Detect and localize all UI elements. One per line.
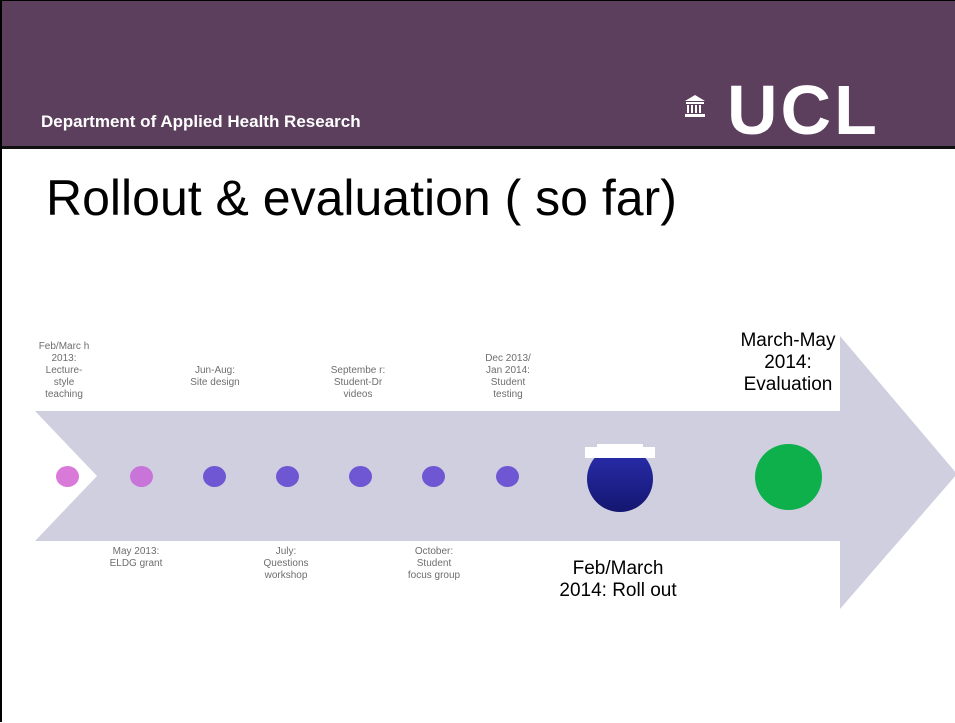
label-rollout: Feb/March 2014: Roll out: [559, 558, 677, 601]
label-september: Septembe r: Student-Dr videos: [330, 365, 386, 400]
label-feb-march-2013: Feb/Marc h 2013: Lecture-style teaching: [38, 341, 90, 400]
milestone-dot-evaluation: [755, 444, 822, 510]
logo-text: UCL: [727, 71, 880, 149]
label-dec-jan: Dec 2013/ Jan 2014: Student testing: [485, 353, 531, 400]
milestone-dot-feb-march-2013: [56, 466, 79, 487]
label-october: October: Student focus group: [407, 546, 461, 581]
milestone-dot-july: [276, 466, 299, 487]
milestone-dot-jun-aug: [203, 466, 226, 487]
milestone-dot-october: [422, 466, 445, 487]
label-jun-aug: Jun-Aug: Site design: [190, 365, 240, 388]
portico-icon: [685, 95, 705, 117]
label-may-2013: May 2013: ELDG grant: [109, 546, 163, 569]
arrow-shape: [35, 336, 955, 609]
department-name: Department of Applied Health Research: [41, 112, 361, 131]
label-evaluation: March-May 2014: Evaluation: [740, 330, 836, 395]
milestone-dot-september: [349, 466, 372, 487]
label-july: July: Questions workshop: [263, 546, 309, 581]
slide-title: Rollout & evaluation ( so far): [46, 170, 677, 226]
milestone-dot-may-2013: [130, 466, 153, 487]
header-banner: [2, 1, 955, 146]
milestone-dot-rollout: [585, 444, 655, 512]
header-divider: [2, 146, 955, 149]
milestone-dot-dec-jan: [496, 466, 519, 487]
